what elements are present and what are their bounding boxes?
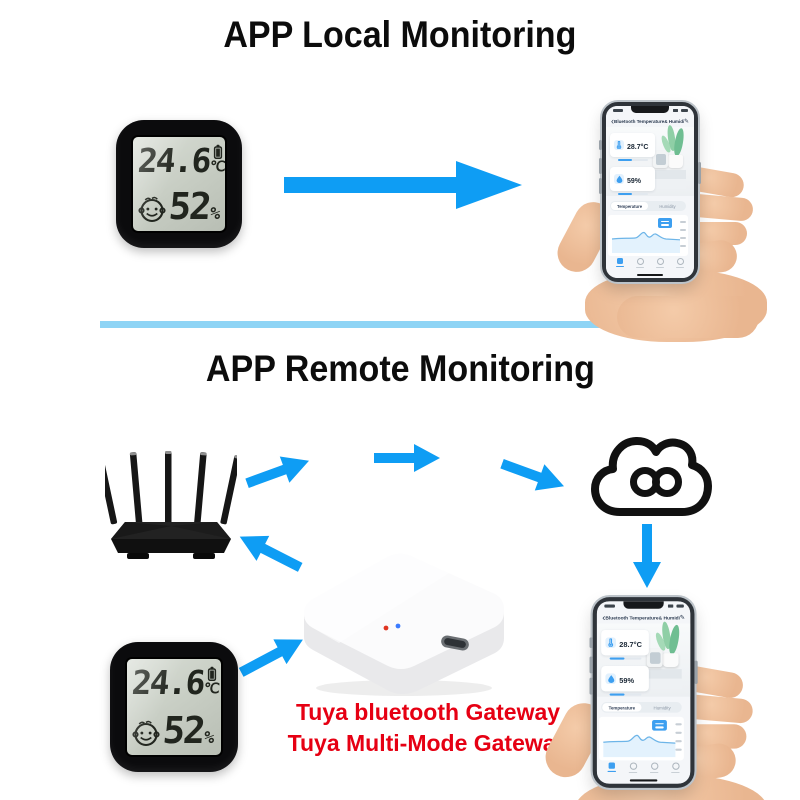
- plant-pot: [662, 653, 679, 668]
- thermometer-icon: [614, 140, 624, 150]
- arrow-cloud-down: [632, 524, 662, 588]
- gateway-caption-line2: Tuya Multi-Mode Gateway: [287, 730, 569, 756]
- temperature-card: 28.7°C: [610, 133, 655, 161]
- plant-pot: [668, 155, 683, 168]
- arrow-sensor-to-phone: [284, 160, 522, 210]
- chart-tabs: Temperature Humidity: [610, 201, 686, 211]
- back-icon: ‹: [611, 116, 614, 126]
- sensor-lcd-display: 24.6 ℃: [131, 135, 227, 233]
- lcd-humidity-value: 52: [161, 709, 206, 752]
- gateway-blue-led: [395, 623, 401, 629]
- nav-icon: [671, 762, 680, 774]
- smiley-face-icon: [138, 196, 166, 223]
- tab-humidity: Humidity: [659, 203, 676, 209]
- app-header: ‹ Bluetooth Temperature& Humidit... ✎: [597, 611, 690, 624]
- app-humidity-value: 59%: [619, 677, 635, 686]
- tab-humidity: Humidity: [653, 704, 671, 710]
- status-bar: [606, 106, 694, 115]
- lcd-humidity-value: 52: [167, 185, 212, 228]
- lcd-temperature-value: 24.6: [136, 141, 212, 180]
- sensor-on-shelf: [653, 151, 668, 168]
- nav-icon: [676, 258, 684, 268]
- arrow-gateway-to-router: [233, 523, 307, 581]
- status-bar: [597, 601, 690, 611]
- lcd-percent-unit: %: [202, 728, 215, 748]
- sensor-lcd-display: 24.6 ℃: [125, 657, 223, 757]
- bottom-nav: [597, 762, 690, 775]
- battery-status-icon: [681, 108, 688, 112]
- phone-in-hand: ‹ Bluetooth Temperature& Humidit... ✎: [538, 578, 800, 800]
- humidity-card: 59%: [601, 665, 649, 696]
- nav-home-icon: [616, 258, 624, 267]
- arrow-right: [374, 443, 440, 473]
- app-temperature-value: 28.7°C: [619, 641, 642, 650]
- tuya-gateway-device: [299, 546, 509, 703]
- app-screen: ‹ Bluetooth Temperature& Humidit... ✎: [606, 106, 694, 278]
- arrow-router-up: [242, 447, 314, 498]
- smartphone: ‹ Bluetooth Temperature& Humidit... ✎: [599, 102, 701, 282]
- humidity-drop-icon: [614, 174, 624, 184]
- temperature-card: 28.7°C: [601, 629, 649, 660]
- nav-icon: [636, 258, 644, 268]
- sensor-on-shelf: [646, 649, 663, 668]
- bottom-nav: [606, 258, 694, 270]
- section-remote-title: APP Remote Monitoring: [205, 348, 595, 389]
- phone-in-hand: ‹ Bluetooth Temperature& Humidit... ✎: [550, 84, 800, 342]
- history-chart: [608, 215, 688, 256]
- tab-temperature: Temperature: [602, 703, 642, 712]
- arrow-sensor-to-gateway: [234, 626, 310, 685]
- lcd-celsius-unit: ℃: [209, 159, 227, 175]
- section-local-title: APP Local Monitoring: [223, 14, 577, 55]
- chart-tooltip: [658, 218, 672, 228]
- section-divider: [100, 321, 728, 328]
- lcd-temperature-value: 24.6: [130, 663, 206, 702]
- nav-icon: [656, 258, 664, 268]
- nav-icon: [649, 762, 659, 774]
- home-indicator: [629, 778, 658, 782]
- smartphone: ‹ Bluetooth Temperature& Humidit... ✎: [589, 597, 698, 788]
- battery-status-icon: [676, 603, 684, 608]
- app-title: Bluetooth Temperature& Humidit...: [614, 118, 684, 124]
- gateway-usb-port: [441, 635, 469, 651]
- app-title: Bluetooth Temperature& Humidit...: [605, 614, 680, 620]
- arrow-to-cloud: [497, 450, 569, 501]
- chart-tooltip: [652, 720, 667, 731]
- thermometer-icon: [605, 637, 617, 648]
- gateway-caption-line1: Tuya bluetooth Gateway: [295, 699, 561, 725]
- gateway-caption: Tuya bluetooth Gateway Tuya Multi-Mode G…: [228, 697, 628, 759]
- lcd-percent-unit: %: [208, 204, 221, 224]
- humidity-drop-icon: [605, 673, 617, 684]
- back-icon: ‹: [602, 611, 606, 623]
- phone-notch: [631, 106, 669, 113]
- home-indicator: [637, 273, 663, 276]
- battery-icon: [214, 144, 223, 159]
- chart-tabs: Temperature Humidity: [601, 702, 682, 713]
- lcd-celsius-unit: ℃: [203, 681, 221, 697]
- tab-temperature: Temperature: [611, 202, 648, 210]
- edit-icon: ✎: [683, 118, 689, 125]
- temp-humidity-sensor: 24.6 ℃: [116, 120, 242, 248]
- battery-icon: [208, 666, 217, 681]
- phone-notch: [623, 601, 664, 609]
- temp-humidity-sensor: 24.6 ℃: [110, 642, 238, 772]
- cloud-service-icon: [586, 424, 716, 533]
- app-temperature-value: 28.7°C: [627, 144, 649, 151]
- humidity-card: 59%: [610, 167, 655, 195]
- app-header: ‹ Bluetooth Temperature& Humidit... ✎: [606, 115, 694, 127]
- edit-icon: ✎: [679, 614, 685, 621]
- app-humidity-value: 59%: [627, 178, 642, 185]
- gateway-red-led: [383, 625, 389, 631]
- nav-home-icon: [607, 762, 617, 772]
- smiley-face-icon: [132, 720, 160, 747]
- history-chart: [599, 716, 684, 761]
- app-screen: ‹ Bluetooth Temperature& Humidit... ✎: [596, 601, 691, 784]
- nav-icon: [628, 762, 638, 774]
- wifi-router: [96, 446, 241, 567]
